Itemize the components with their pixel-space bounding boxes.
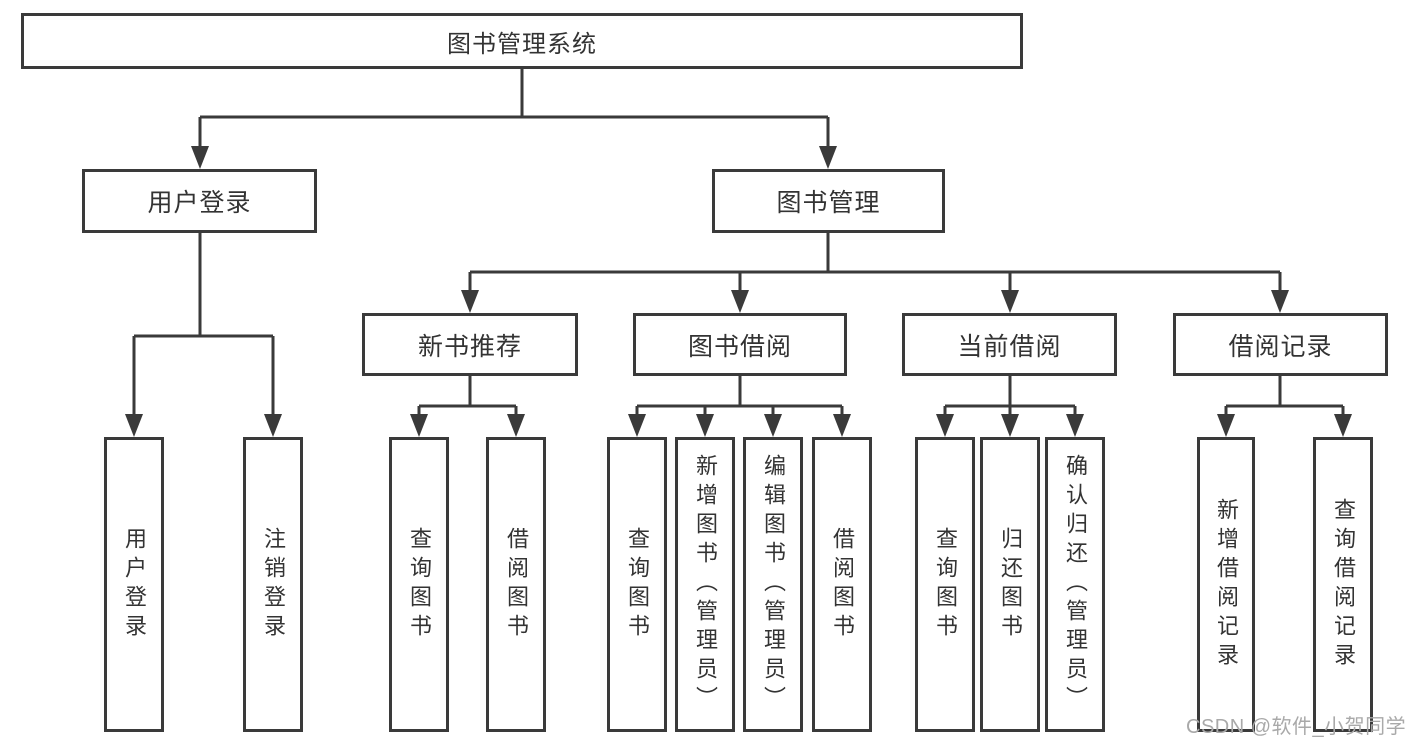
leaf-query-borrow-record-label: 查询借阅记录 — [1331, 497, 1356, 672]
leaf-return-books: 归还图书 — [980, 437, 1040, 732]
leaf-borrow-books-2: 借阅图书 — [812, 437, 872, 732]
node-root: 图书管理系统 — [21, 13, 1023, 69]
node-book-management-label: 图书管理 — [776, 189, 881, 217]
node-new-book-recommend-label: 新书推荐 — [417, 332, 522, 361]
node-current-borrowing: 当前借阅 — [902, 313, 1117, 376]
leaf-edit-book-admin-label: 编辑图书（管理员） — [761, 454, 786, 715]
leaf-return-books-label: 归还图书 — [998, 526, 1023, 643]
leaf-user-login-label: 用户登录 — [122, 526, 147, 643]
node-user-login: 用户登录 — [82, 169, 317, 233]
leaf-add-book-admin-label: 新增图书（管理员） — [693, 454, 718, 715]
leaf-query-books-3-label: 查询图书 — [933, 526, 958, 643]
node-book-borrowing-label: 图书借阅 — [687, 332, 792, 361]
leaf-query-books-2: 查询图书 — [607, 437, 667, 732]
leaf-query-books-2-label: 查询图书 — [625, 526, 650, 643]
leaf-add-book-admin: 新增图书（管理员） — [675, 437, 735, 732]
leaf-logout-login-label: 注销登录 — [261, 526, 286, 643]
node-user-login-label: 用户登录 — [147, 189, 252, 217]
node-book-borrowing: 图书借阅 — [633, 313, 847, 376]
node-root-label: 图书管理系统 — [447, 30, 597, 58]
leaf-query-books-1-label: 查询图书 — [407, 526, 432, 643]
leaf-query-borrow-record: 查询借阅记录 — [1313, 437, 1373, 732]
leaf-confirm-return-admin: 确认归还（管理员） — [1045, 437, 1105, 732]
leaf-query-books-3: 查询图书 — [915, 437, 975, 732]
node-book-management: 图书管理 — [712, 169, 945, 233]
leaf-borrow-books-1-label: 借阅图书 — [504, 526, 529, 643]
node-current-borrowing-label: 当前借阅 — [957, 332, 1062, 361]
leaf-add-borrow-record: 新增借阅记录 — [1197, 437, 1255, 732]
leaf-query-books-1: 查询图书 — [389, 437, 449, 732]
leaf-confirm-return-admin-label: 确认归还（管理员） — [1063, 454, 1088, 715]
leaf-edit-book-admin: 编辑图书（管理员） — [743, 437, 803, 732]
node-borrowing-records: 借阅记录 — [1173, 313, 1388, 376]
node-new-book-recommend: 新书推荐 — [362, 313, 578, 376]
watermark: CSDN @软件_小贺同学 — [1186, 716, 1405, 738]
leaf-add-borrow-record-label: 新增借阅记录 — [1214, 497, 1239, 672]
node-borrowing-records-label: 借阅记录 — [1228, 332, 1333, 361]
leaf-borrow-books-1: 借阅图书 — [486, 437, 546, 732]
leaf-user-login: 用户登录 — [104, 437, 164, 732]
leaf-borrow-books-2-label: 借阅图书 — [830, 526, 855, 643]
leaf-logout-login: 注销登录 — [243, 437, 303, 732]
